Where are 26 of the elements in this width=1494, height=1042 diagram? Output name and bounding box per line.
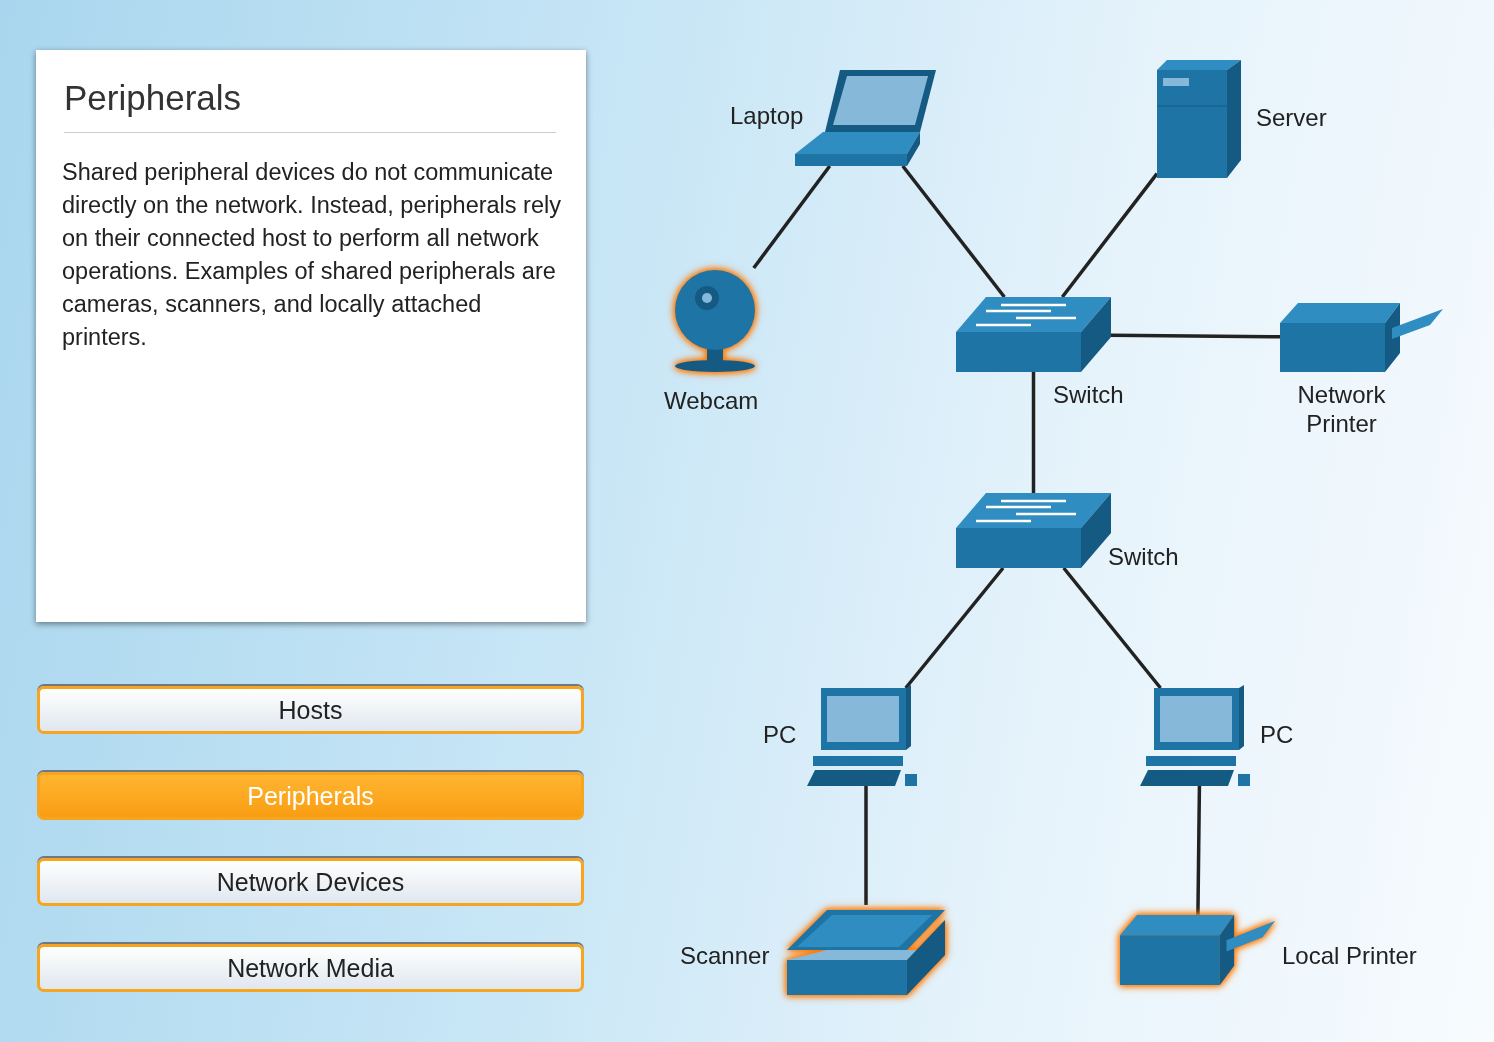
info-card: [36, 50, 586, 622]
device-label: Webcam: [664, 386, 759, 415]
device-label: Network Printer: [1296, 380, 1387, 438]
connection-line: [1062, 566, 1162, 690]
device-label: Switch: [1108, 542, 1179, 571]
connection-line: [1196, 785, 1202, 916]
tab-button: Network Devices: [37, 858, 584, 906]
connection-line: [1031, 372, 1036, 493]
connection-line: [904, 566, 1005, 690]
device-label: Switch: [1053, 380, 1124, 409]
card-title: Peripherals: [64, 78, 242, 118]
device-label: PC: [763, 720, 797, 749]
device-label: Laptop: [730, 101, 804, 130]
device-label: Server: [1256, 103, 1327, 132]
tab-button: Hosts: [37, 686, 584, 734]
device-label: Local Printer: [1282, 941, 1417, 970]
connection-line: [1060, 172, 1159, 299]
connection-line: [1111, 333, 1280, 339]
device-label: PC: [1260, 720, 1294, 749]
tab-button: Network Media: [37, 944, 584, 992]
connection-line: [901, 164, 1006, 299]
connection-line: [864, 786, 868, 905]
card-paragraph: Shared peripheral devices do not communicate directly on the network. Instead, peripherals rely on their connected host to perform all network operations. Examples of shared peripherals are cameras, scanners, and locally attached printers.: [62, 158, 562, 352]
connection-line: [752, 164, 832, 270]
device-label: Scanner: [680, 941, 770, 970]
tab-button: Peripherals: [37, 772, 584, 820]
